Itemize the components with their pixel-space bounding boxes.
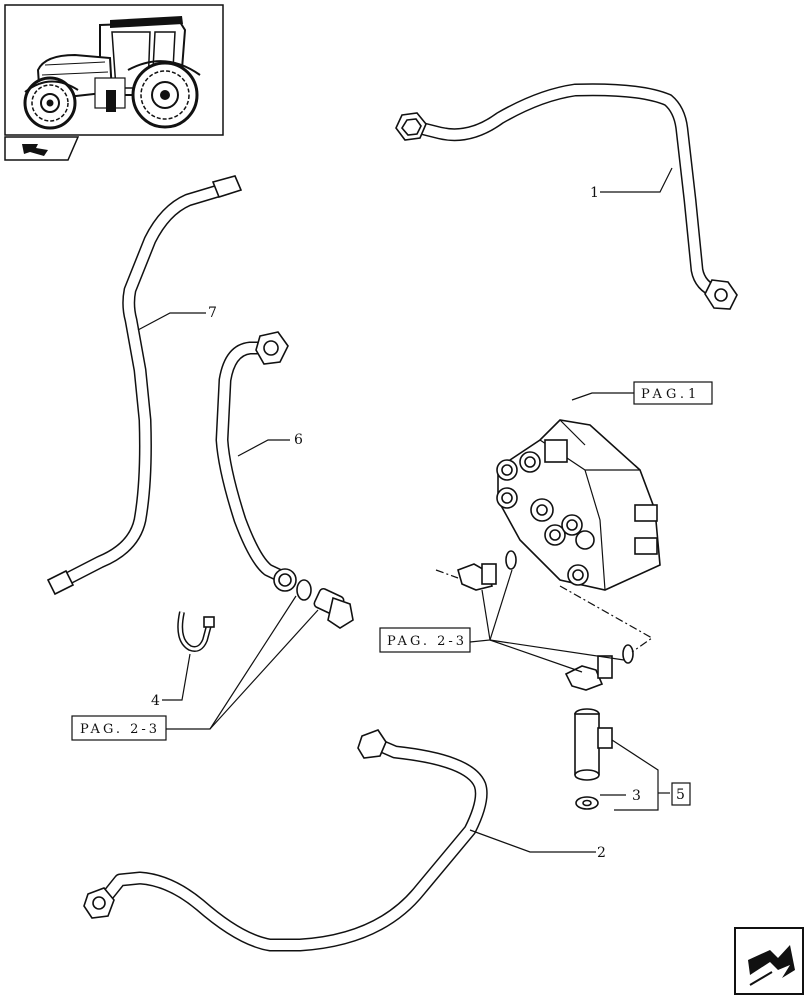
leader-pag23-right-c xyxy=(489,639,583,673)
next-page-arrow-icon[interactable] xyxy=(734,927,804,995)
leader-pag23-left-b xyxy=(209,609,319,730)
label-part-3: 3 xyxy=(632,788,641,804)
ref-box-pag23-left xyxy=(71,715,167,741)
leader-4 xyxy=(162,653,191,701)
label-part-5: 5 xyxy=(676,787,685,803)
pipe-part-1 xyxy=(395,83,738,310)
leader-pag23-right-a xyxy=(469,589,491,643)
axis-line xyxy=(435,569,459,579)
leader-pag23-left-a xyxy=(166,595,297,730)
ref-pag1[interactable]: PAG.1 xyxy=(641,387,700,402)
ref-box-pag23-right xyxy=(379,627,471,653)
o-ring-fitting-left xyxy=(296,579,354,629)
ref-box-pag1 xyxy=(633,381,713,405)
tractor-thumbnail-icon[interactable] xyxy=(4,4,224,136)
label-part-7: 7 xyxy=(208,305,217,321)
washer-part-3 xyxy=(575,796,599,810)
leader-7 xyxy=(137,312,206,331)
pipe-part-6 xyxy=(215,331,297,592)
axis-line xyxy=(559,585,654,653)
leader-pag1 xyxy=(571,392,634,401)
clip-part-4 xyxy=(177,611,215,652)
elbow-fitting-lower xyxy=(564,644,634,691)
leader-6 xyxy=(237,439,290,457)
leader-pag23-right-b xyxy=(489,569,513,641)
control-valve-block xyxy=(496,419,661,591)
leader-pag23-right-d xyxy=(489,639,625,661)
label-part-6: 6 xyxy=(294,432,303,448)
label-part-2: 2 xyxy=(597,845,606,861)
part-5-box xyxy=(671,782,691,806)
leader-1 xyxy=(600,167,673,193)
ref-pag23-left[interactable]: PAG. 2-3 xyxy=(80,722,160,737)
label-part-4: 4 xyxy=(151,693,160,709)
tee-fitting xyxy=(574,708,613,781)
bracket-5 xyxy=(611,739,659,811)
pipe-part-2 xyxy=(83,729,488,952)
ref-pag23-right[interactable]: PAG. 2-3 xyxy=(387,634,467,649)
leader-2 xyxy=(469,829,596,853)
elbow-fitting-upper xyxy=(457,550,517,591)
pipe-part-7 xyxy=(46,175,243,596)
label-part-1: 1 xyxy=(590,185,599,201)
nav-arrow-icon[interactable] xyxy=(4,136,80,161)
